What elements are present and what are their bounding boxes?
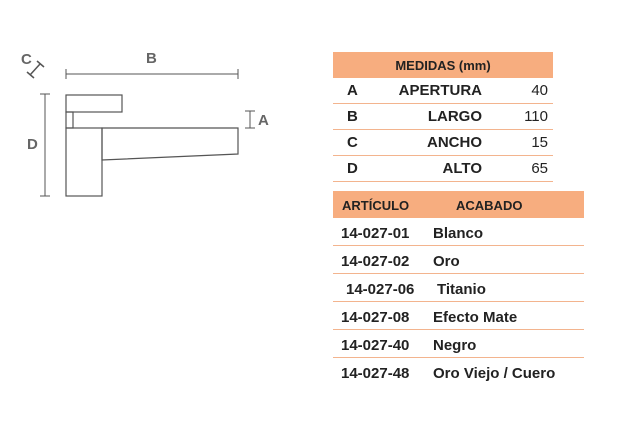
article-code: 14-027-08 xyxy=(341,309,410,326)
article-code: 14-027-06 xyxy=(346,281,415,298)
article-code: 14-027-02 xyxy=(341,253,410,270)
article-code: 14-027-01 xyxy=(341,225,410,242)
dimension-name: APERTURA xyxy=(398,82,482,99)
dimension-letter: B xyxy=(347,108,358,125)
article-row: 14-027-06 Titanio xyxy=(333,274,584,302)
dimension-row: C ANCHO 15 xyxy=(333,130,553,156)
dimensions-table-title: MEDIDAS (mm) xyxy=(333,52,553,78)
article-code: 14-027-40 xyxy=(341,337,410,354)
bracket-shelf-arm xyxy=(101,127,239,161)
dimension-d-label: D xyxy=(27,136,38,153)
dimension-name: ANCHO xyxy=(427,134,482,151)
bracket-top-clamp xyxy=(65,94,123,113)
dimension-value: 65 xyxy=(531,160,548,177)
dimension-c-line xyxy=(29,63,41,76)
article-row: 14-027-01 Blanco xyxy=(333,218,584,246)
bracket-back-plate xyxy=(65,127,103,197)
dimension-a-label: A xyxy=(258,112,269,129)
dimensions-table: MEDIDAS (mm) A APERTURA 40 B LARGO 110 C… xyxy=(333,52,553,182)
articles-table: ARTÍCULO ACABADO 14-027-01 Blanco 14-027… xyxy=(333,191,584,385)
dimension-row: D ALTO 65 xyxy=(333,156,553,182)
article-finish: Efecto Mate xyxy=(433,309,518,326)
dimension-value: 15 xyxy=(531,134,548,151)
dimension-value: 110 xyxy=(524,108,548,125)
article-finish: Negro xyxy=(433,337,477,354)
dimension-row: B LARGO 110 xyxy=(333,104,553,130)
article-row: 14-027-08 Efecto Mate xyxy=(333,302,584,330)
dimension-letter: D xyxy=(347,160,358,177)
article-finish: Blanco xyxy=(433,225,484,242)
dimension-row: A APERTURA 40 xyxy=(333,78,553,104)
dimension-b-label: B xyxy=(146,50,157,67)
dimension-c-tick-bottom xyxy=(26,71,35,79)
bracket-screw-slot xyxy=(65,111,74,129)
dimension-name: ALTO xyxy=(442,160,482,177)
dimension-letter: C xyxy=(347,134,358,151)
article-finish: Oro xyxy=(433,253,460,270)
dimension-c-label: C xyxy=(21,51,32,68)
dimension-c-tick-top xyxy=(36,60,45,68)
article-row: 14-027-02 Oro xyxy=(333,246,584,274)
technical-drawing: C B D A xyxy=(21,50,269,197)
dimension-name: LARGO xyxy=(427,108,482,125)
article-row: 14-027-40 Negro xyxy=(333,330,584,358)
header-article: ARTÍCULO xyxy=(342,198,410,213)
article-finish: Oro Viejo / Cuero xyxy=(433,365,556,382)
articles-table-header: ARTÍCULO ACABADO xyxy=(333,191,584,218)
dimension-value: 40 xyxy=(531,82,548,99)
dimension-letter: A xyxy=(347,82,358,99)
article-row: 14-027-48 Oro Viejo / Cuero xyxy=(333,358,584,385)
article-code: 14-027-48 xyxy=(341,365,410,382)
header-finish: ACABADO xyxy=(456,198,523,213)
article-finish: Titanio xyxy=(437,281,486,298)
